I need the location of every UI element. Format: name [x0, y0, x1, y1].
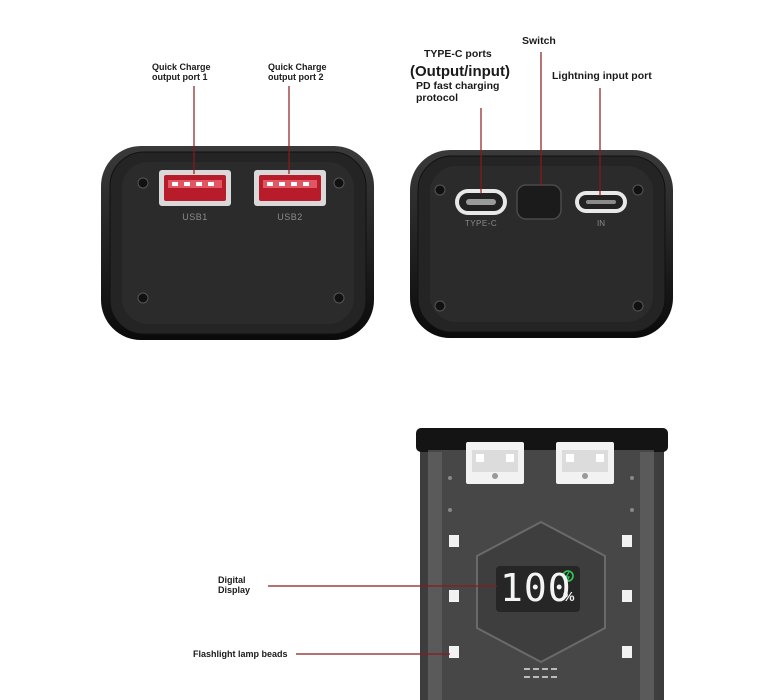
- label-flashlight-lamp-beads: Flashlight lamp beads: [193, 649, 288, 659]
- front-device: [416, 428, 668, 700]
- led-bead-icon: [622, 646, 632, 658]
- bolt-icon: [564, 571, 570, 582]
- typec-port-icon: [455, 189, 507, 215]
- usb-port-1-icon: [159, 170, 231, 206]
- mark-in: IN: [597, 219, 605, 228]
- screw-icon: [137, 292, 149, 304]
- digital-display-screen: [496, 566, 580, 612]
- display-percent-unit: %: [563, 589, 575, 604]
- label-pd-protocol: PD fast charging protocol: [416, 80, 500, 105]
- label-digital-display: Digital Display: [218, 575, 251, 596]
- usb-port-2-icon: [254, 170, 326, 206]
- leader-lines: [193, 52, 601, 655]
- front-device-cap: [416, 428, 668, 452]
- screw-icon: [333, 177, 345, 189]
- mark-usb1: USB1: [182, 212, 208, 222]
- led-bead-icon: [449, 535, 459, 547]
- front-usb-port-2-icon: [556, 442, 614, 484]
- mark-usb2: USB2: [277, 212, 303, 222]
- screw-icon: [434, 300, 446, 312]
- right-device: [410, 150, 673, 338]
- label-switch: Switch: [522, 35, 556, 47]
- led-bead-icon: [622, 535, 632, 547]
- front-usb-port-1-icon: [466, 442, 524, 484]
- label-output-input: (Output/input): [410, 63, 510, 80]
- indicator-dashes-icon: [524, 668, 557, 678]
- led-bead-icon: [449, 646, 459, 658]
- label-typec-ports: TYPE-C ports: [424, 48, 492, 60]
- charging-icon: [562, 570, 574, 582]
- screw-icon: [137, 177, 149, 189]
- screw-icon: [333, 292, 345, 304]
- led-bead-icon: [449, 590, 459, 602]
- label-quick-charge-port-1: Quick Charge output port 1: [152, 62, 211, 83]
- screw-icon: [434, 184, 446, 196]
- display-digits: 100: [500, 566, 572, 610]
- screw-icon: [632, 184, 644, 196]
- mark-typec: TYPE-C: [464, 219, 498, 228]
- left-device: [101, 146, 374, 340]
- label-quick-charge-port-2: Quick Charge output port 2: [268, 62, 327, 83]
- label-lightning-input-port: Lightning input port: [552, 70, 652, 82]
- led-bead-icon: [622, 590, 632, 602]
- switch-button-icon: [516, 184, 562, 220]
- lightning-port-icon: [575, 191, 627, 213]
- screw-icon: [632, 300, 644, 312]
- led-beads: [449, 535, 632, 658]
